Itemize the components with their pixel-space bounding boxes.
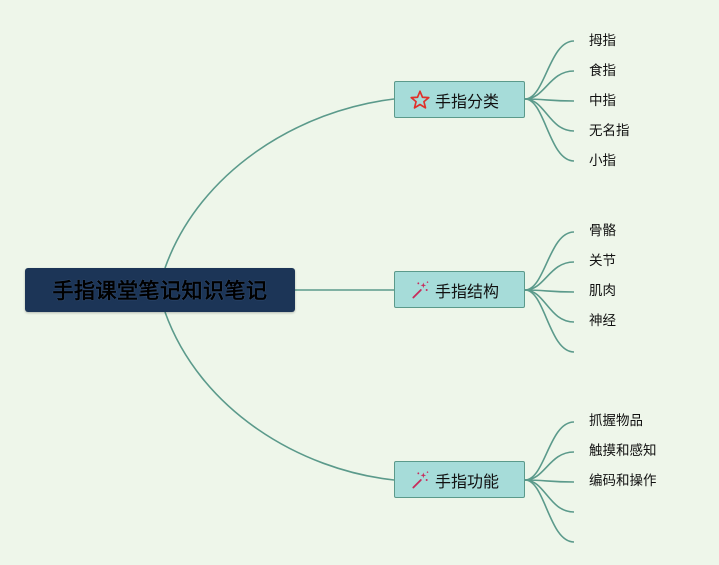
leaf-topic[interactable]: 骨骼 (589, 223, 616, 239)
connector-branch-to-leaf (524, 98, 575, 132)
leaf-topic[interactable]: 拇指 (589, 33, 616, 49)
branch-topic-structure[interactable]: 手指结构 (394, 271, 525, 308)
branch-topic-label: 手指分类 (435, 91, 500, 111)
branch-topic-function[interactable]: 手指功能 (394, 461, 525, 498)
leaf-topic[interactable]: 触摸和感知 (589, 443, 657, 459)
connector-branch-to-leaf (524, 40, 575, 100)
connector-root-to-function (164, 311, 395, 481)
connector-branch-to-leaf (524, 70, 575, 100)
connector-branch-to-leaf (524, 479, 575, 513)
connector-branch-to-leaf (524, 261, 575, 291)
root-topic[interactable]: 手指课堂笔记知识笔记 (25, 268, 295, 312)
leaf-topic[interactable]: 食指 (589, 63, 616, 79)
connector-branch-to-leaf (524, 451, 575, 481)
leaf-topic[interactable]: 抓握物品 (589, 413, 643, 429)
branch-topic-label: 手指结构 (435, 281, 500, 301)
connector-branch-to-leaf (524, 289, 575, 323)
root-topic-label: 手指课堂笔记知识笔记 (52, 279, 268, 303)
connector-branch-to-leaf (524, 98, 575, 162)
leaf-topic[interactable]: 编码和操作 (589, 473, 657, 489)
branch-topic-classification[interactable]: 手指分类 (394, 81, 525, 118)
connector-branch-to-leaf (524, 231, 575, 291)
leaf-topic[interactable]: 肌肉 (589, 283, 616, 299)
branch-topic-label: 手指功能 (435, 471, 500, 491)
magic-wand-icon (409, 279, 431, 301)
leaf-topic[interactable]: 神经 (589, 313, 616, 329)
leaf-topic[interactable]: 关节 (589, 253, 616, 269)
star-icon (409, 89, 431, 111)
connector-branch-to-leaf (524, 289, 575, 353)
leaf-topic[interactable]: 无名指 (589, 123, 630, 139)
connector-root-to-classification (164, 98, 395, 269)
leaf-topic[interactable]: 中指 (589, 93, 616, 109)
connector-branch-to-leaf (524, 421, 575, 481)
leaf-topic[interactable]: 小指 (589, 153, 616, 169)
connector-branch-to-leaf (524, 479, 575, 543)
magic-wand-icon (409, 469, 431, 491)
